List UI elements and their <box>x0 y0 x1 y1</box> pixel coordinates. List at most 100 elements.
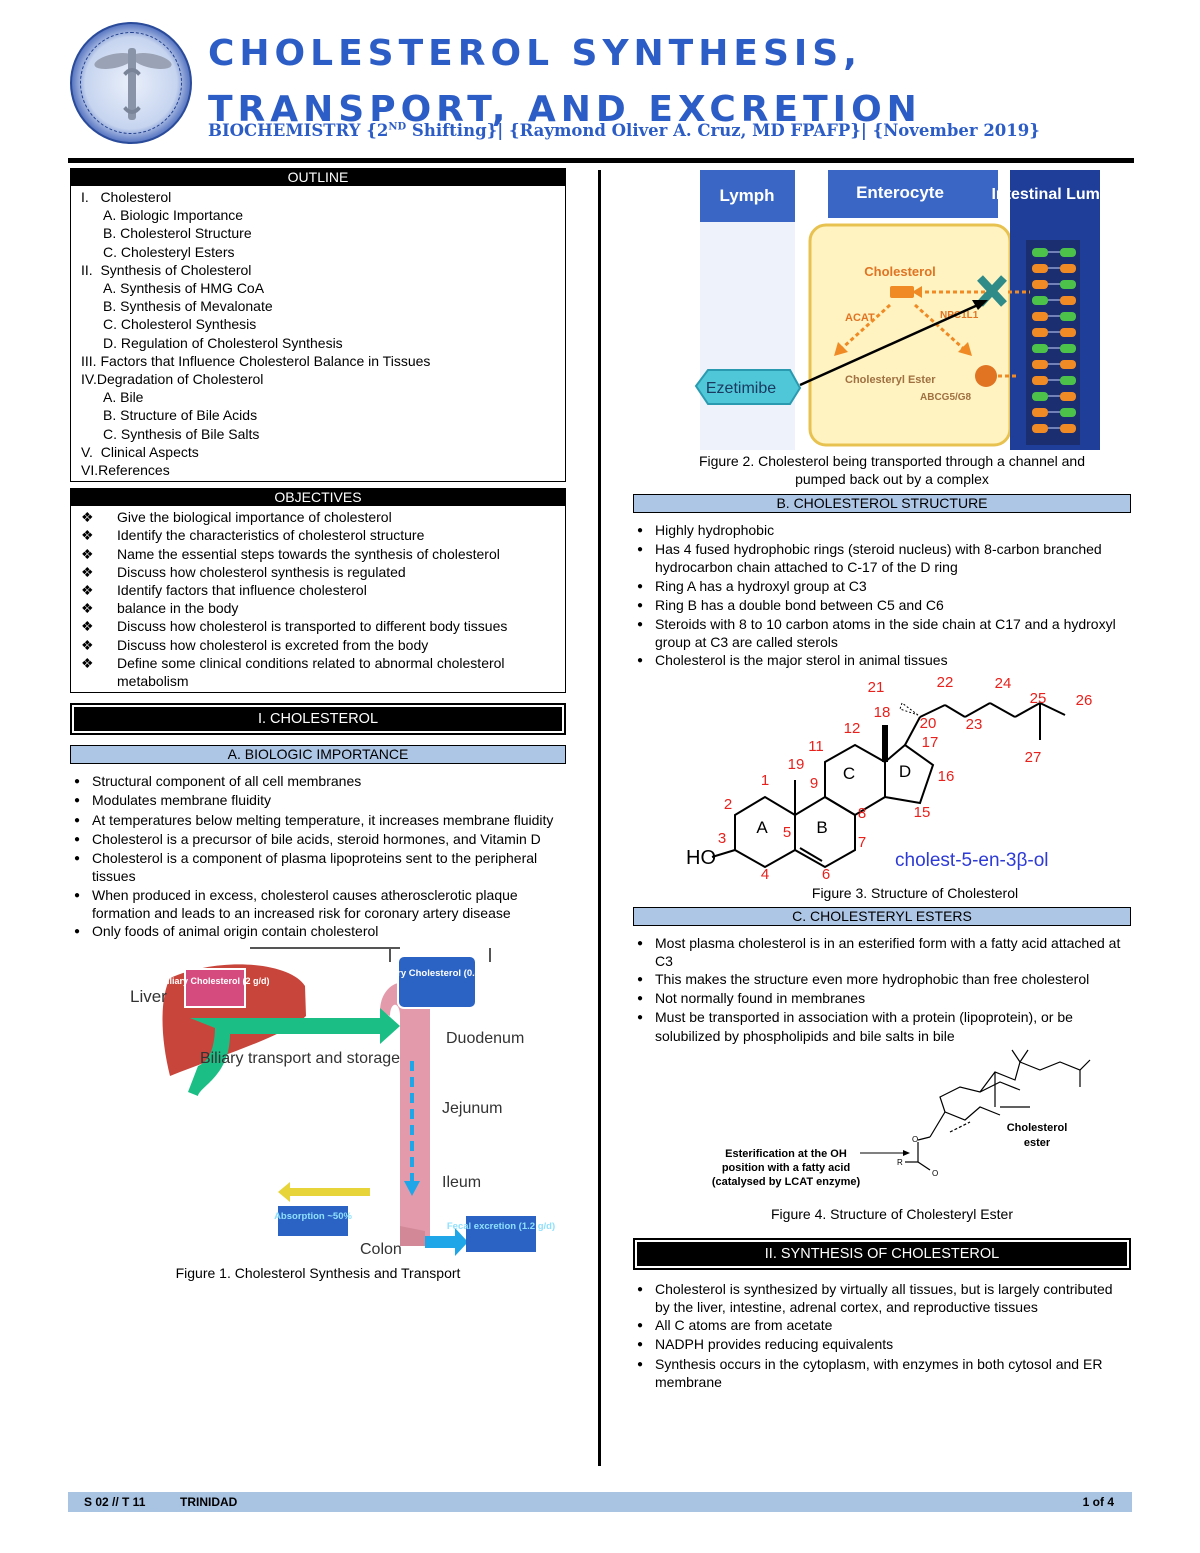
bullet-item: ●Must be transported in association with… <box>637 1009 1073 1044</box>
carbon-number: 17 <box>922 734 939 751</box>
cholesterol-label: Cholesterol <box>864 264 936 279</box>
intestinal-lumen-label: Intestinal Lumen <box>991 186 1118 203</box>
diamond-bullet-icon: ❖ <box>81 545 94 562</box>
carbon-number: 22 <box>937 674 954 691</box>
ezetimibe-label: Ezetimibe <box>706 380 776 397</box>
bullet-item: ●Most plasma cholesterol is in an esteri… <box>637 934 1121 969</box>
bullet-icon: ● <box>74 853 81 865</box>
footer-code: S 02 // T 11 <box>84 1495 146 1509</box>
footer-name: TRINIDAD <box>180 1495 238 1509</box>
objective-item: ❖Discuss how cholesterol is excreted fro… <box>81 636 429 653</box>
outline-item: B. Structure of Bile Acids <box>103 407 258 424</box>
bullet-item: ●Cholesterol is a precursor of bile acid… <box>74 830 566 849</box>
bullet-icon: ● <box>74 795 81 807</box>
bullet-icon: ● <box>637 974 644 986</box>
objective-item: ❖Give the biological importance of chole… <box>81 509 392 526</box>
carbon-number: 26 <box>1076 692 1093 709</box>
bullet-icon: ● <box>637 544 644 556</box>
outline-item: I. Cholesterol <box>81 189 172 205</box>
outline-item: A. Biologic Importance <box>103 207 244 224</box>
biologic-importance-list: ●Structural component of all cell membra… <box>70 772 566 941</box>
svg-text:R: R <box>897 1158 903 1167</box>
cholesteryl-ester-label: Cholesteryl Ester <box>845 374 936 386</box>
bullet-item: ●Not normally found in membranes <box>637 989 1131 1008</box>
bullet-item: ●Has 4 fused hydrophobic rings (steroid … <box>637 541 1102 576</box>
duodenum-label: Duodenum <box>446 1030 524 1047</box>
lymph-header <box>700 170 795 222</box>
absorption-label: Absorption ~50% <box>274 1211 352 1222</box>
green-arrow-right <box>190 1008 400 1045</box>
carbon-number: 23 <box>966 716 983 733</box>
carbon-number: 15 <box>914 804 931 821</box>
bullet-item: ●Cholesterol is a component of plasma li… <box>74 850 538 885</box>
carbon-number: 27 <box>1025 749 1042 766</box>
carbon-number: 11 <box>808 738 824 755</box>
lymph-label: Lymph <box>719 186 774 205</box>
carbon-number: 18 <box>874 704 891 721</box>
ring-label: D <box>899 762 911 781</box>
objectives-box: OBJECTIVES ❖Give the biological importan… <box>70 488 566 694</box>
dietary-cholesterol-box <box>397 955 477 1010</box>
carbon-number: 1 <box>761 772 769 789</box>
abcg-transporter-icon <box>975 365 997 387</box>
esterification-line2: position with a fatty acid <box>722 1162 850 1174</box>
svg-text:O: O <box>912 1135 918 1144</box>
figure-4-structure: O O R Esterification at the OH position … <box>712 1049 1091 1222</box>
colon-label: Colon <box>360 1241 402 1258</box>
cholesterol-structure-list: ●Highly hydrophobic●Has 4 fused hydropho… <box>633 521 1131 671</box>
esterification-line1: Esterification at the OH <box>725 1148 847 1160</box>
absorption-box <box>278 1206 348 1237</box>
cholesterol-ester-label-line2: ester <box>1024 1137 1051 1149</box>
objective-item: ❖Define some clinical conditions related… <box>81 654 505 690</box>
figure-1-diagram: Biliary Cholesterol (2 g/d) Liver Dietar… <box>130 947 555 1281</box>
outline-item: C. Cholesterol Synthesis <box>103 316 257 333</box>
diamond-bullet-icon: ❖ <box>81 563 94 580</box>
objective-item: ❖Discuss how cholesterol is transported … <box>81 618 508 635</box>
objective-item: ❖Name the essential steps towards the sy… <box>81 545 500 562</box>
outline-heading: OUTLINE <box>71 169 565 186</box>
carbon-number: 7 <box>858 834 866 851</box>
cholesteryl-esters-list: ●Most plasma cholesterol is in an esteri… <box>633 934 1131 1045</box>
biliary-cholesterol-label: Biliary Cholesterol (2 g/d) <box>160 976 269 986</box>
diamond-bullet-icon: ❖ <box>81 527 94 544</box>
liver-label: Liver <box>130 987 167 1006</box>
section-heading-synthesis: II. SYNTHESIS OF CHOLESTEROL <box>633 1237 1131 1270</box>
outline-item: D. Regulation of Cholesterol Synthesis <box>103 334 343 351</box>
bullet-item: ●NADPH provides reducing equivalents <box>637 1335 1131 1354</box>
outline-item: B. Synthesis of Mevalonate <box>103 298 273 315</box>
figure-2-diagram: Lymph Enterocyte Intestinal Lumen Choles… <box>694 170 1119 487</box>
bullet-item: ●All C atoms are from acetate <box>637 1316 1131 1335</box>
diamond-bullet-icon: ❖ <box>81 600 94 617</box>
npc1l1-label: NPC1L1 <box>940 310 979 321</box>
cholesterol-marker <box>890 286 914 298</box>
carbon-number: 21 <box>868 679 885 696</box>
carbon-number: 12 <box>844 720 861 737</box>
bullet-icon: ● <box>74 833 81 845</box>
enterocyte-header <box>828 170 998 218</box>
bullet-icon: ● <box>637 1358 644 1370</box>
carbon-number: 4 <box>761 866 769 883</box>
bullet-item: ●At temperatures below melting temperatu… <box>74 811 566 830</box>
bullet-icon: ● <box>637 599 644 611</box>
ileum-label: Ileum <box>442 1174 481 1191</box>
caduceus-logo-icon <box>70 22 192 144</box>
diamond-bullet-icon: ❖ <box>81 582 94 599</box>
subsection-heading-cholesteryl-esters: C. CHOLESTERYL ESTERS <box>633 906 1131 926</box>
bullet-icon: ● <box>637 993 644 1005</box>
cholesterol-ester-label-line1: Cholesterol <box>1007 1122 1068 1134</box>
ring-label: C <box>843 764 855 783</box>
ezetimibe-shape <box>694 369 802 405</box>
bullet-icon: ● <box>637 525 644 536</box>
fecal-excretion-box <box>466 1216 536 1253</box>
figure-1-caption: Figure 1. Cholesterol Synthesis and Tran… <box>176 1265 461 1281</box>
outline-item: C. Cholesteryl Esters <box>103 243 235 260</box>
objective-item: ❖balance in the body <box>81 600 239 617</box>
fecal-arrow <box>425 1228 468 1257</box>
subsection-heading-biologic-importance: A. BIOLOGIC IMPORTANCE <box>70 745 566 765</box>
green-arrow-down <box>188 1026 230 1097</box>
outline-item: A. Bile <box>103 389 144 406</box>
bullet-item: ●Ring A has a hydroxyl group at C3 <box>637 577 1131 596</box>
